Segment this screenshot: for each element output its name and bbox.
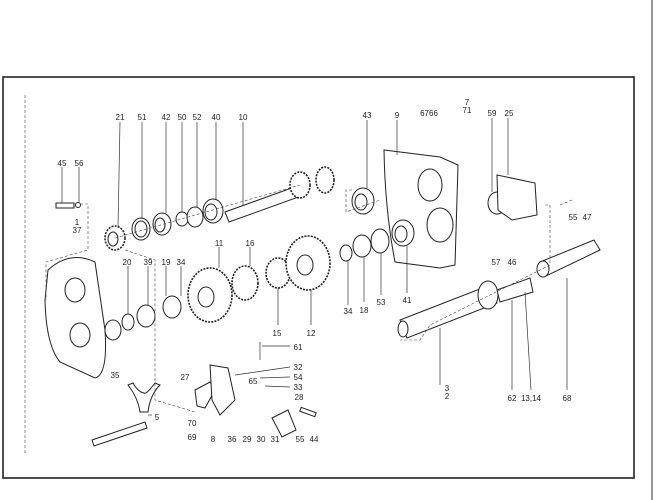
label-2: 2 <box>445 392 450 401</box>
label-36: 36 <box>228 435 237 444</box>
label-32: 32 <box>294 363 303 372</box>
label-42: 42 <box>162 113 171 122</box>
ring-20 <box>121 313 135 331</box>
ring-52 <box>186 206 204 228</box>
label-13-14: 13,14 <box>521 394 542 403</box>
label-55b: 55 <box>296 435 305 444</box>
label-29: 29 <box>243 435 252 444</box>
ring-53 <box>370 228 390 254</box>
gear-11 <box>187 267 233 323</box>
label-34: 34 <box>177 258 186 267</box>
bearing-35 <box>104 319 122 341</box>
gear-16 <box>231 265 259 301</box>
label-51: 51 <box>138 113 147 122</box>
label-54: 54 <box>294 373 303 382</box>
label-9: 9 <box>395 111 400 120</box>
plate-32 <box>209 364 236 416</box>
label-8: 8 <box>211 435 216 444</box>
bearing-41 <box>391 219 415 247</box>
label-71: 71 <box>463 106 472 115</box>
label-21: 21 <box>116 113 125 122</box>
ring-34 <box>339 244 353 262</box>
label-5: 5 <box>155 413 160 422</box>
label-37: 37 <box>73 226 82 235</box>
label-46: 46 <box>508 258 517 267</box>
label-57: 57 <box>492 258 501 267</box>
label-59: 59 <box>488 109 497 118</box>
bearing-40 <box>202 198 224 224</box>
label-35: 35 <box>111 371 120 380</box>
label-20: 20 <box>123 258 132 267</box>
diagram-frame <box>2 76 635 479</box>
ring-50 <box>175 211 189 227</box>
label-67-66: 6766 <box>420 109 438 118</box>
label-15: 15 <box>273 329 282 338</box>
label-12: 12 <box>307 329 316 338</box>
label-1: 1 <box>75 218 80 227</box>
label-43: 43 <box>363 111 372 120</box>
ring-51 <box>131 217 151 241</box>
part-number-labels: 21 51 42 50 52 40 10 45 56 1 37 20 39 19… <box>58 98 592 444</box>
dashed-assembly-lines <box>45 184 573 413</box>
label-10: 10 <box>239 113 248 122</box>
front-cover <box>44 257 106 379</box>
tube-68 <box>536 239 601 278</box>
label-56: 56 <box>75 159 84 168</box>
label-41: 41 <box>403 296 412 305</box>
label-53: 53 <box>377 298 386 307</box>
label-45: 45 <box>58 159 67 168</box>
leader-lines <box>61 118 568 416</box>
label-16: 16 <box>246 239 255 248</box>
label-70: 70 <box>188 419 197 428</box>
label-27: 27 <box>181 373 190 382</box>
label-39: 39 <box>144 258 153 267</box>
label-47: 47 <box>583 213 592 222</box>
gearbox-housing <box>383 149 459 269</box>
label-3: 3 <box>445 384 450 393</box>
label-28: 28 <box>295 393 304 402</box>
main-shaft <box>224 166 335 223</box>
label-50: 50 <box>178 113 187 122</box>
bolt-45 <box>55 202 81 209</box>
label-61: 61 <box>294 343 303 352</box>
label-19: 19 <box>162 258 171 267</box>
bearing-42 <box>152 212 172 236</box>
flange-31 <box>271 409 297 438</box>
bushing-18 <box>352 234 372 258</box>
bearing-39 <box>136 304 156 328</box>
shift-fork <box>91 382 161 447</box>
label-34b: 34 <box>344 307 353 316</box>
label-31: 31 <box>271 435 280 444</box>
label-40: 40 <box>212 113 221 122</box>
label-18: 18 <box>360 306 369 315</box>
label-65: 65 <box>249 377 258 386</box>
gear-12 <box>285 235 331 291</box>
label-68: 68 <box>563 394 572 403</box>
bushing-19 <box>162 295 182 319</box>
bolt-44 <box>299 406 317 418</box>
output-shaft <box>397 277 534 339</box>
label-33: 33 <box>294 383 303 392</box>
label-44: 44 <box>310 435 319 444</box>
plate-25 <box>496 174 538 221</box>
label-30: 30 <box>257 435 266 444</box>
label-62: 62 <box>508 394 517 403</box>
label-69: 69 <box>188 433 197 442</box>
label-11: 11 <box>215 239 224 248</box>
label-55: 55 <box>569 213 578 222</box>
label-25: 25 <box>505 109 514 118</box>
label-7: 7 <box>465 98 470 107</box>
lever-8 <box>194 381 216 409</box>
label-52: 52 <box>193 113 202 122</box>
bearing-43 <box>351 187 375 215</box>
